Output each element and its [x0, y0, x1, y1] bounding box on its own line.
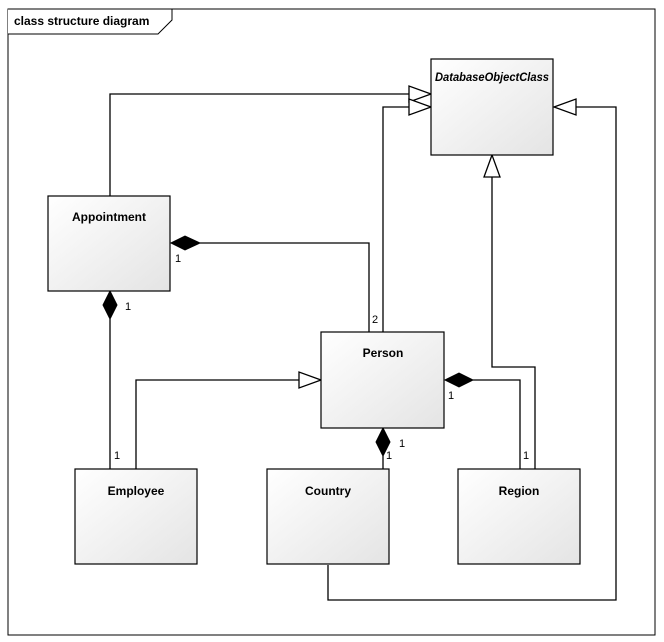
composition-diamond-person-region	[443, 372, 475, 388]
diagram-frame-tab	[8, 8, 173, 35]
generalization-arrowhead-employee	[298, 371, 323, 389]
class-name-country: Country	[305, 484, 351, 498]
composition-person-region-edge[interactable]	[473, 379, 521, 469]
multiplicity-appointment-person-whole: 1	[175, 253, 181, 265]
composition-appointment-person-edge[interactable]	[200, 242, 370, 332]
class-employee[interactable]: Employee	[74, 468, 198, 565]
multiplicity-person-country-whole: 1	[399, 438, 405, 450]
diagram-frame-title: class structure diagram	[14, 14, 149, 28]
multiplicity-appointment-person-part: 2	[372, 314, 378, 326]
generalization-employee-edge[interactable]	[135, 379, 299, 469]
generalization-arrowhead-appointment	[408, 85, 433, 103]
class-appointment[interactable]: Appointment	[47, 195, 171, 292]
class-name-person: Person	[363, 346, 404, 360]
generalization-person-edge[interactable]	[382, 106, 409, 332]
composition-diamond-appointment-person	[169, 235, 202, 251]
class-region[interactable]: Region	[457, 468, 581, 565]
generalization-region-edge[interactable]	[491, 177, 536, 469]
composition-diamond-appointment-employee	[102, 289, 118, 321]
multiplicity-person-country-part: 1	[386, 450, 392, 462]
multiplicity-appointment-employee-whole: 1	[125, 301, 131, 313]
class-database-object-class[interactable]: DatabaseObjectClass	[430, 58, 554, 156]
generalization-arrowhead-country	[552, 98, 577, 116]
multiplicity-appointment-employee-part: 1	[114, 450, 120, 462]
composition-diamond-person-country	[375, 426, 391, 458]
generalization-country-edge[interactable]	[327, 106, 617, 601]
class-name-region: Region	[499, 484, 540, 498]
class-person[interactable]: Person	[320, 331, 445, 429]
generalization-arrowhead-region	[483, 153, 501, 178]
class-name-database-object-class: DatabaseObjectClass	[435, 70, 549, 84]
multiplicity-person-region-part: 1	[523, 450, 529, 462]
class-country[interactable]: Country	[266, 468, 390, 565]
generalization-appointment-edge[interactable]	[109, 93, 409, 196]
class-name-employee: Employee	[108, 484, 165, 498]
multiplicity-person-region-whole: 1	[448, 390, 454, 402]
class-name-appointment: Appointment	[72, 210, 146, 224]
generalization-arrowhead-person	[408, 98, 433, 116]
